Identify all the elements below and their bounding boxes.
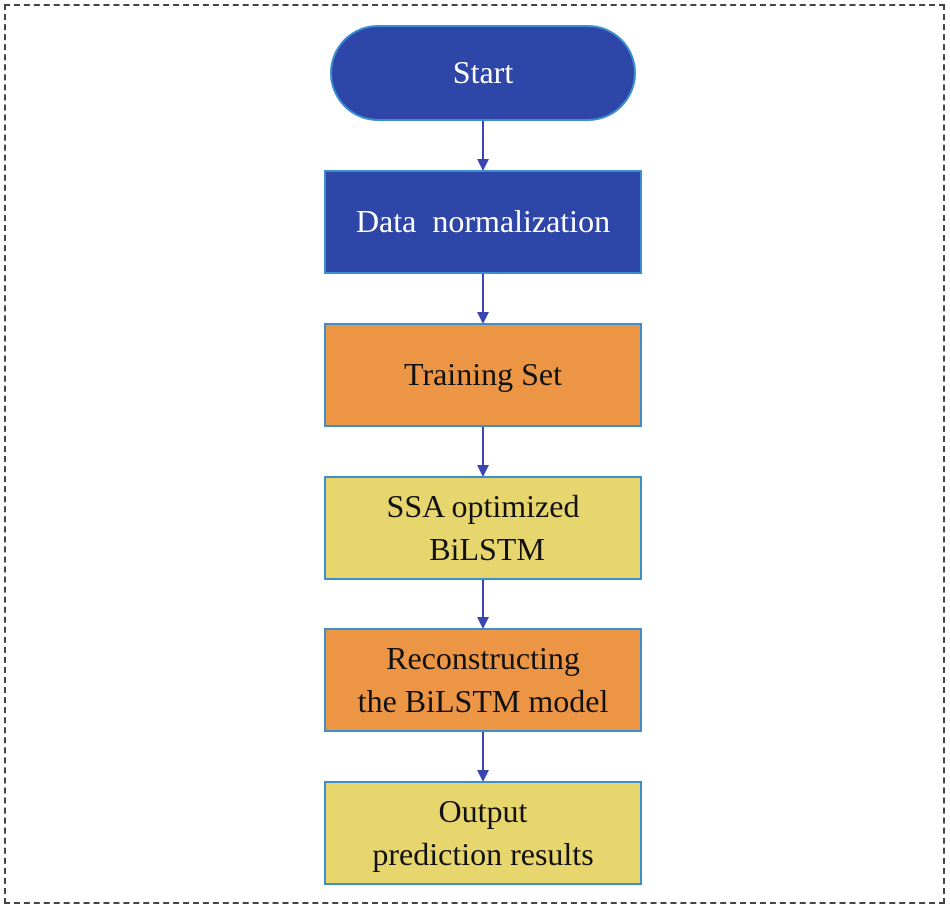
diagram-frame (4, 4, 945, 904)
ssa-optimized-bilstm-node: SSA optimized BiLSTM (324, 476, 642, 580)
output-results-node: Output prediction results (324, 781, 642, 885)
start-label: Start (452, 54, 514, 91)
reconstruct-bilstm-node: Reconstructing the BiLSTM model (324, 628, 642, 732)
ssa-optimized-bilstm-label: SSA optimized BiLSTM (386, 487, 580, 567)
output-results-label: Output prediction results (372, 792, 594, 872)
training-set-node: Training Set (324, 323, 642, 427)
data-normalization-label: Data normalization (355, 203, 611, 240)
data-normalization-node: Data normalization (324, 170, 642, 274)
training-set-label: Training Set (404, 356, 562, 393)
reconstruct-bilstm-label: Reconstructing the BiLSTM model (357, 639, 609, 719)
start-node: Start (330, 25, 636, 121)
